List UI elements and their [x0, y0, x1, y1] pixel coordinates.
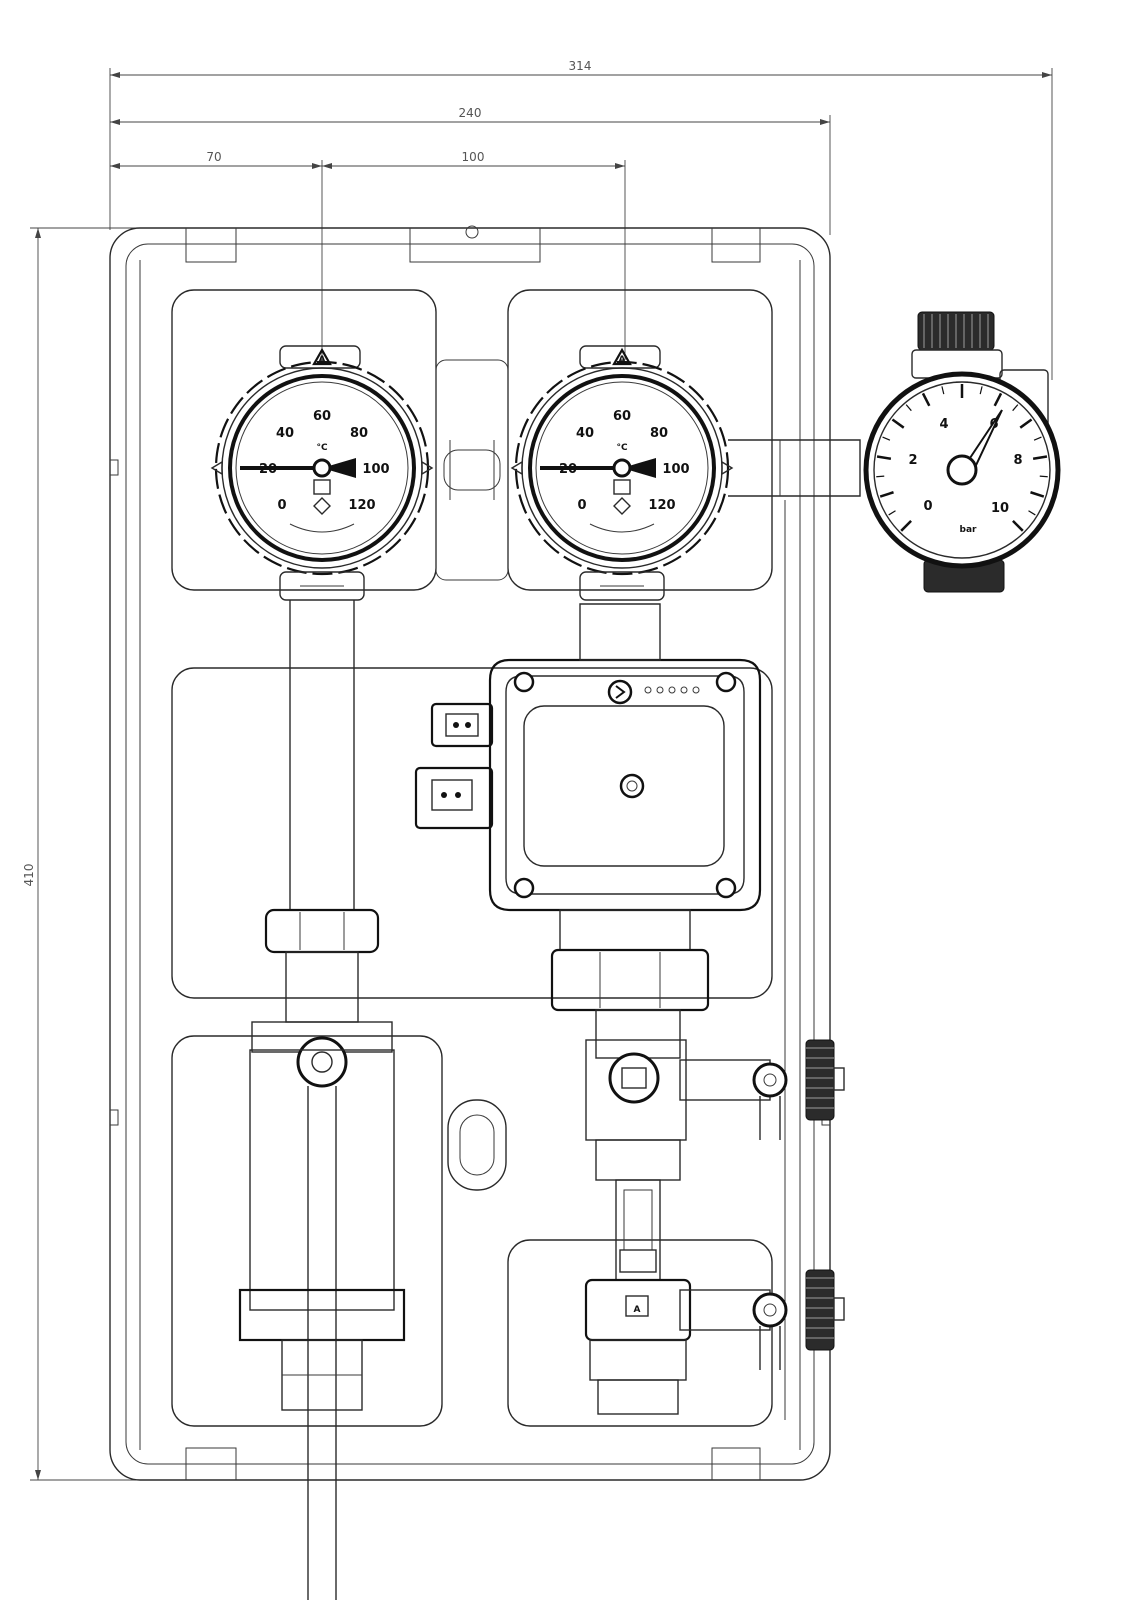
dim-height: 410	[22, 864, 36, 887]
pressure-gauge-tick	[891, 418, 905, 429]
thermometer-left-mark: A	[319, 355, 326, 365]
thermometer-left-scale-lower-right: 120	[348, 498, 375, 513]
pressure-gauge-scale-0: 0	[923, 499, 932, 514]
pressure-gauge-tick	[921, 392, 931, 407]
dimension-lines: 314 240 70 100 410	[22, 59, 1053, 1481]
pressure-gauge-tick	[1028, 510, 1036, 516]
thermometer-left: A 60 40 80 20 100 0 120 °C	[210, 345, 434, 601]
circulation-pump	[414, 603, 762, 1012]
thermometer-left-scale-right: 100	[362, 462, 389, 477]
thermometer-left-scale-upper-left: 40	[276, 426, 294, 441]
insulation-back-plate	[109, 225, 831, 1481]
pressure-gauge-tick	[1039, 475, 1048, 478]
thermometer-right-mark: A	[619, 355, 626, 365]
pressure-gauge-tick	[882, 436, 891, 441]
thermometer-right-scale-top: 60	[613, 409, 631, 424]
pressure-gauge-tick	[905, 404, 912, 412]
thermometer-right-unit: °C	[616, 443, 628, 453]
fill-drain-valve-lower	[679, 1269, 845, 1370]
pressure-gauge-scale-2: 2	[908, 453, 917, 468]
flow-valve-assembly: A	[584, 1009, 692, 1415]
safety-valve	[911, 311, 1049, 593]
pressure-gauge-scale-4: 4	[939, 417, 948, 432]
dim-plate-width: 240	[459, 106, 482, 120]
pressure-gauge-tick	[993, 392, 1003, 407]
pressure-gauge-tick	[1019, 418, 1033, 429]
dim-gauge-spacing: 100	[462, 150, 485, 164]
pressure-gauge-tick	[876, 455, 892, 460]
pressure-gauge-scale-8: 8	[1013, 453, 1022, 468]
dim-total-width: 314	[569, 59, 592, 73]
thermometer-left-scale-lower-left: 0	[277, 498, 286, 513]
thermometer-right: A 60 40 80 20 100 0 120 °C	[510, 345, 734, 601]
thermometer-right-scale-right: 100	[662, 462, 689, 477]
pressure-gauge-tick	[900, 520, 912, 532]
pressure-gauge-tick	[876, 475, 885, 478]
thermometer-right-scale-lower-right: 120	[648, 498, 675, 513]
dim-left-offset: 70	[206, 150, 221, 164]
pressure-gauge-tick	[1012, 520, 1024, 532]
pressure-gauge-tick	[1012, 404, 1019, 412]
thermometer-left-unit: °C	[316, 443, 328, 453]
thermometer-left-scale-top: 60	[313, 409, 331, 424]
thermometer-right-scale-upper-right: 80	[650, 426, 668, 441]
pressure-gauge-connection-pipe	[728, 439, 861, 497]
fill-drain-valve-upper	[679, 1039, 845, 1140]
pressure-gauge-scale-10: 10	[991, 501, 1009, 516]
pressure-gauge: 0 2 4 6 8 10 bar	[863, 371, 1061, 569]
pressure-gauge-tick	[1032, 455, 1048, 460]
thermometer-left-scale-upper-right: 80	[350, 426, 368, 441]
thermometer-right-scale-lower-left: 0	[577, 498, 586, 513]
pump-mode-button	[607, 679, 633, 705]
pressure-gauge-tick	[888, 510, 896, 516]
ball-valve-mark: A	[634, 1305, 641, 1315]
pressure-gauge-tick	[1030, 491, 1045, 498]
thermometer-right-scale-upper-left: 40	[576, 426, 594, 441]
pressure-gauge-tick	[979, 386, 983, 395]
pressure-gauge-unit: bar	[960, 525, 978, 535]
pressure-gauge-tick	[1033, 436, 1042, 441]
return-pipe-left	[238, 600, 406, 1600]
pressure-gauge-tick	[879, 491, 894, 498]
pressure-gauge-tick	[941, 386, 945, 395]
